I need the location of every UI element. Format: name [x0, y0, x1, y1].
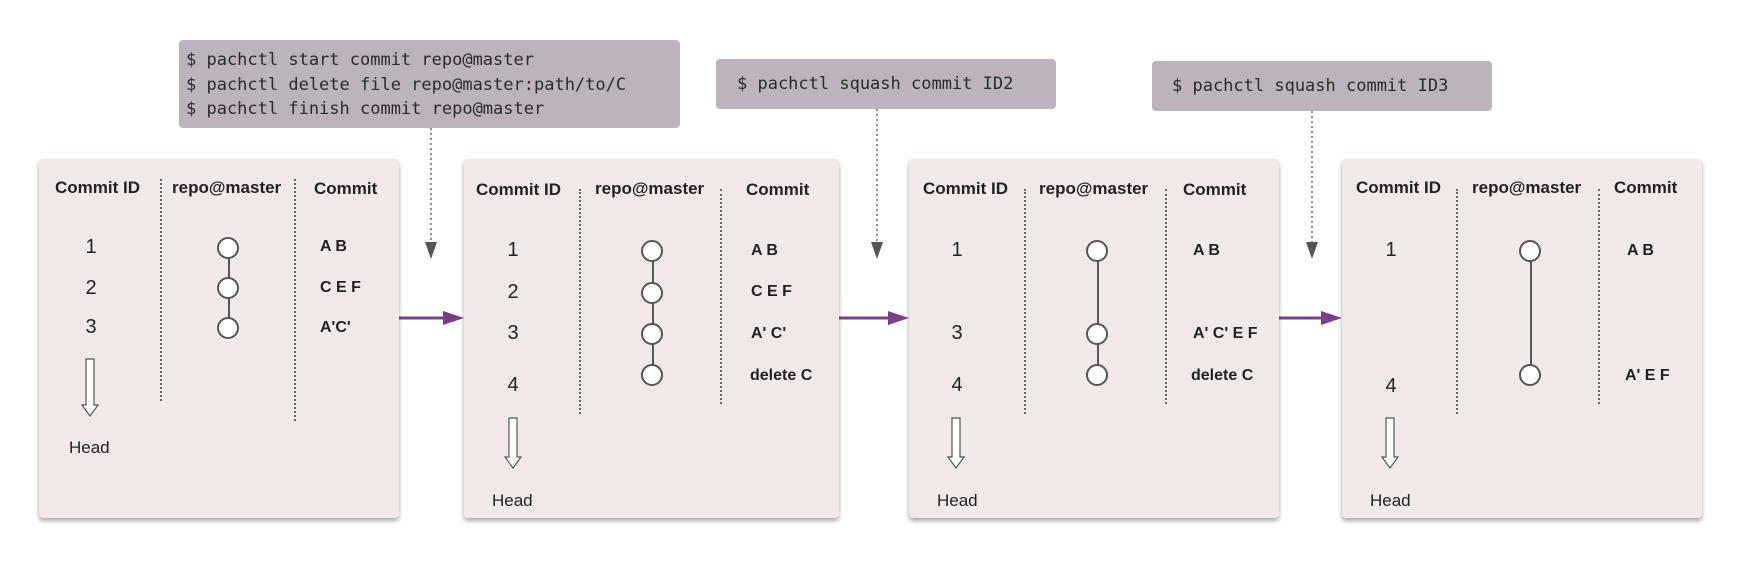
commit-content: A'C' [320, 319, 351, 336]
commit-content: A B [320, 238, 347, 255]
commit-edge [652, 251, 654, 375]
commit-content: C E F [751, 283, 792, 300]
commit-edge [1097, 251, 1099, 375]
head-label: Head [937, 491, 978, 510]
head-arrow-icon [946, 417, 966, 470]
commit-content: C E F [320, 279, 361, 296]
column-separator [1165, 189, 1167, 404]
command-box-3: $ pachctl squash commit ID3 [1152, 61, 1492, 111]
dotted-arrow-2 [871, 109, 883, 259]
commit-node [1519, 240, 1541, 262]
commit-id: 2 [507, 281, 519, 303]
commit-content: A B [1193, 242, 1220, 259]
commit-content: A' C' E F [1193, 325, 1258, 342]
command-line: $ pachctl finish commit repo@master [186, 99, 545, 119]
header-commit: Commit [1183, 180, 1247, 199]
commit-content: delete C [750, 367, 813, 384]
commit-node [1086, 240, 1108, 262]
transition-arrow-2 [839, 311, 909, 325]
header-repo: repo@master [1039, 179, 1149, 198]
column-separator [1024, 189, 1026, 414]
commit-id: 1 [85, 236, 97, 258]
header-repo: repo@master [1472, 178, 1582, 197]
commit-node [641, 364, 663, 386]
dotted-arrow-1 [425, 128, 437, 259]
command-line: $ pachctl squash commit ID2 [737, 74, 1014, 94]
commit-node [641, 323, 663, 345]
head-arrow-icon [1380, 417, 1400, 470]
column-separator [579, 189, 581, 414]
command-box-1: $ pachctl start commit repo@master $ pac… [179, 40, 680, 128]
commit-content: A B [751, 242, 778, 259]
commit-content: A B [1627, 242, 1654, 259]
commit-node [217, 317, 239, 339]
commit-id: 3 [951, 322, 963, 344]
commit-node [641, 240, 663, 262]
commit-edge [1530, 251, 1532, 375]
commit-id: 2 [85, 277, 97, 299]
column-separator [1456, 189, 1458, 414]
commit-content: delete C [1191, 367, 1254, 384]
command-line: $ pachctl delete file repo@master:path/t… [186, 74, 627, 95]
header-commit-id: Commit ID [55, 178, 140, 197]
column-separator [294, 179, 296, 421]
command-box-2: $ pachctl squash commit ID2 [716, 59, 1056, 109]
head-label: Head [1370, 491, 1411, 510]
commit-panel-4: Commit ID repo@master Commit 1 4 A B A' … [1342, 159, 1702, 518]
commit-content: A' C' [751, 325, 787, 342]
command-line: $ pachctl start commit repo@master [186, 50, 534, 70]
head-label: Head [69, 438, 110, 457]
header-commit: Commit [746, 180, 810, 199]
commit-id: 4 [1385, 375, 1397, 397]
commit-id: 3 [507, 322, 519, 344]
column-separator [160, 179, 162, 401]
commit-node [641, 282, 663, 304]
commit-node [217, 277, 239, 299]
column-separator [720, 189, 722, 404]
commit-id: 1 [507, 239, 519, 261]
header-commit-id: Commit ID [923, 179, 1008, 198]
command-line: $ pachctl squash commit ID3 [1172, 76, 1449, 96]
commit-id: 1 [1385, 239, 1397, 261]
commit-panel-3: Commit ID repo@master Commit 1 3 4 A B A… [909, 159, 1279, 518]
head-arrow-icon [80, 358, 100, 418]
commit-node [1519, 364, 1541, 386]
header-commit-id: Commit ID [476, 180, 561, 199]
commit-node [1086, 364, 1108, 386]
header-repo: repo@master [172, 178, 282, 197]
commit-node [217, 237, 239, 259]
commit-id: 4 [507, 374, 519, 396]
column-separator [1598, 189, 1600, 404]
head-label: Head [492, 491, 533, 510]
commit-id: 3 [85, 316, 97, 338]
commit-content: A' E F [1625, 367, 1670, 384]
commit-id: 4 [951, 374, 963, 396]
header-repo: repo@master [595, 179, 705, 198]
commit-panel-1: Commit ID repo@master Commit 1 2 3 A B C… [39, 159, 399, 518]
header-commit: Commit [314, 179, 378, 198]
commit-node [1086, 323, 1108, 345]
transition-arrow-3 [1279, 311, 1342, 325]
dotted-arrow-3 [1306, 111, 1318, 259]
header-commit-id: Commit ID [1356, 178, 1441, 197]
transition-arrow-1 [399, 311, 464, 325]
head-arrow-icon [503, 417, 523, 470]
commit-panel-2: Commit ID repo@master Commit 1 2 3 4 A B… [464, 159, 839, 518]
header-commit: Commit [1614, 178, 1678, 197]
commit-id: 1 [951, 239, 963, 261]
